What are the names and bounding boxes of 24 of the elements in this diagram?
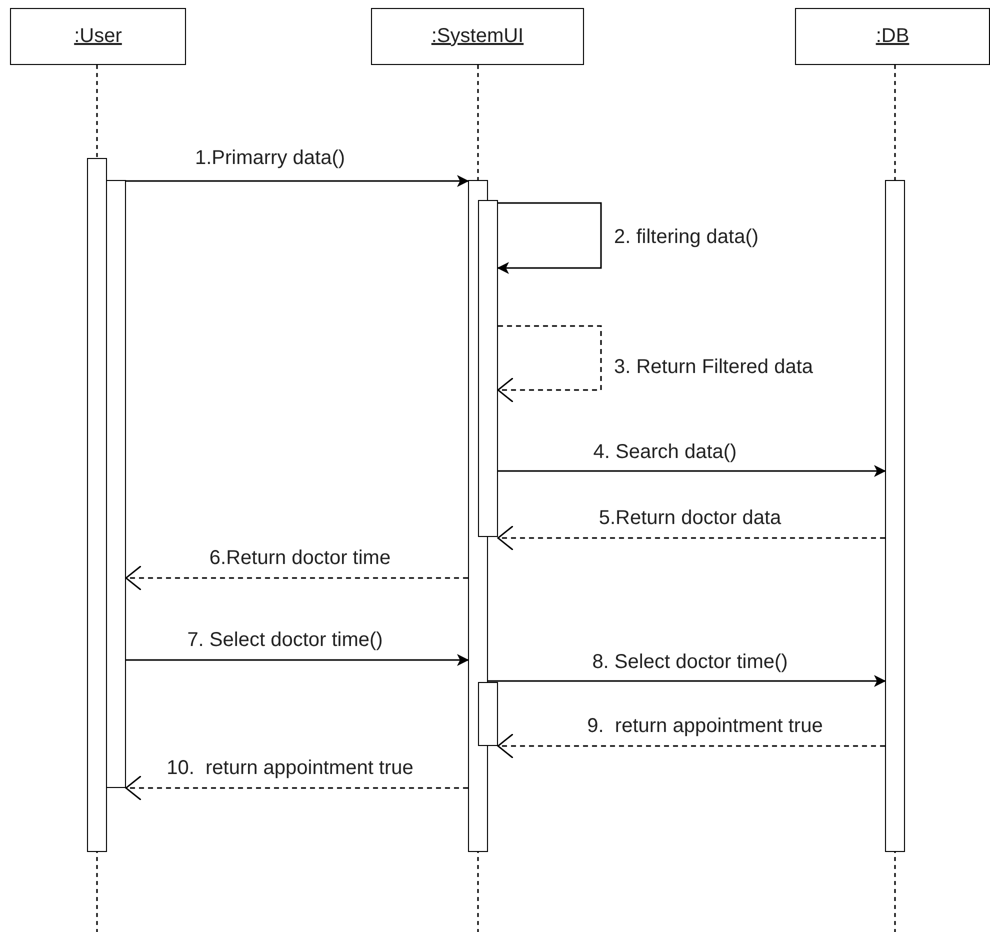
message-label: 9. return appointment true xyxy=(585,715,825,737)
message-arrow xyxy=(498,465,886,477)
lifeline-header xyxy=(10,8,186,65)
return-message-arrow xyxy=(497,525,885,551)
message-arrow xyxy=(488,675,886,687)
return-message-arrow xyxy=(497,325,602,403)
return-message-arrow xyxy=(497,733,885,759)
return-message-arrow xyxy=(125,775,468,801)
message-label: 8. Select doctor time() xyxy=(590,651,790,673)
activation-bar xyxy=(87,158,107,852)
message-arrow xyxy=(126,654,469,666)
lifeline-header xyxy=(795,8,990,65)
activation-bar xyxy=(478,682,498,746)
participant-name: :User xyxy=(74,25,122,48)
return-message-arrow xyxy=(125,565,468,591)
activation-bar xyxy=(106,180,126,788)
activation-bar xyxy=(885,180,905,852)
message-arrow xyxy=(497,202,602,274)
participant-name: :SystemUI xyxy=(431,25,524,48)
message-arrow xyxy=(126,175,469,187)
participant-name: :DB xyxy=(876,25,910,48)
lifeline-header xyxy=(371,8,584,65)
message-label: 7. Select doctor time() xyxy=(185,629,385,651)
activation-bar xyxy=(478,200,498,537)
